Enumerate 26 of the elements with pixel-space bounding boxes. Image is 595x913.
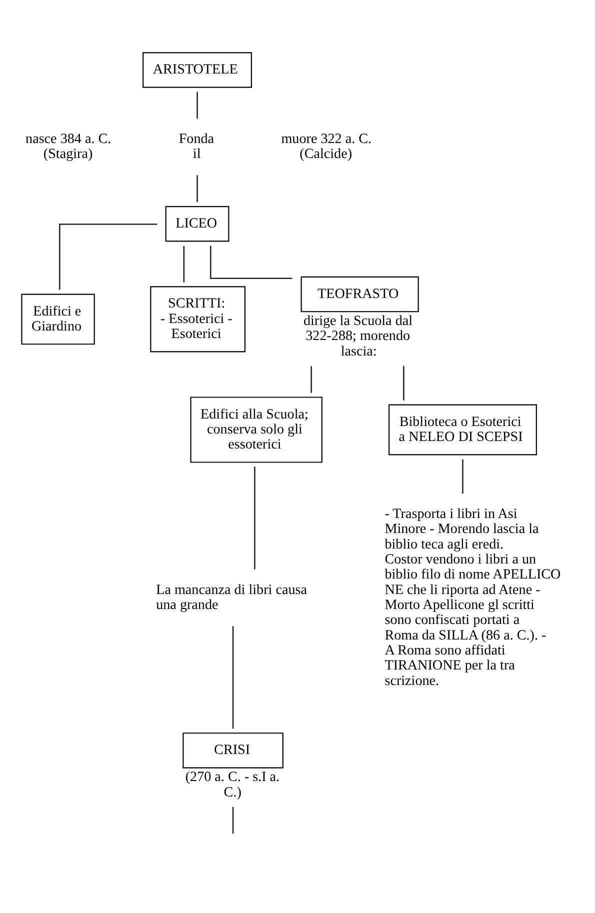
label: nasce 384 a. C. (Stagira) xyxy=(26,130,112,162)
node-box: CRISI xyxy=(182,732,284,768)
connector xyxy=(232,806,234,834)
connector xyxy=(310,366,312,392)
node-box: Edifici e Giardino xyxy=(21,293,95,344)
connector xyxy=(403,366,404,400)
node-box: ARISTOTELE xyxy=(142,52,252,88)
connector xyxy=(196,174,198,202)
connector xyxy=(232,626,234,728)
connector xyxy=(59,223,158,290)
node-text: La mancanza di libri causa una grande xyxy=(156,581,307,612)
node-box: Edifici alla Scuola; conserva solo gli essoterici xyxy=(190,396,322,462)
label: muore 322 a. C. (Calcide) xyxy=(281,130,372,162)
connector xyxy=(462,458,464,494)
connector xyxy=(183,245,185,282)
node-text: - Trasporta i libri in Asi Minore - Morendo lascia la biblio teca agli eredi. Costor vendono i libri a un biblio filo di nome APELLICO NE che li riporta ad Atene - Morto Apellicone gl scritti sono confiscati portati a Roma da SILLA (86 a. C.). - A Roma sono affidati TIRANIONE per la tra scrizione. xyxy=(384,505,561,688)
node-box: LICEO xyxy=(165,205,230,242)
connector xyxy=(196,91,198,118)
node-label: dirige la Scuola dal 322-288; morendo lascia: xyxy=(303,312,413,359)
connector xyxy=(210,245,292,279)
node-box: SCRITTI: - Essoterici - Esoterici xyxy=(150,286,246,352)
node-label: (270 a. C. - s.I a. C.) xyxy=(185,768,280,800)
node-box: TEOFRASTO xyxy=(300,276,419,312)
node-box: Biblioteca o Esoterici a NELEO DI SCEPSI xyxy=(388,404,537,455)
connector xyxy=(254,466,256,569)
node-text: Fonda il xyxy=(178,130,214,162)
